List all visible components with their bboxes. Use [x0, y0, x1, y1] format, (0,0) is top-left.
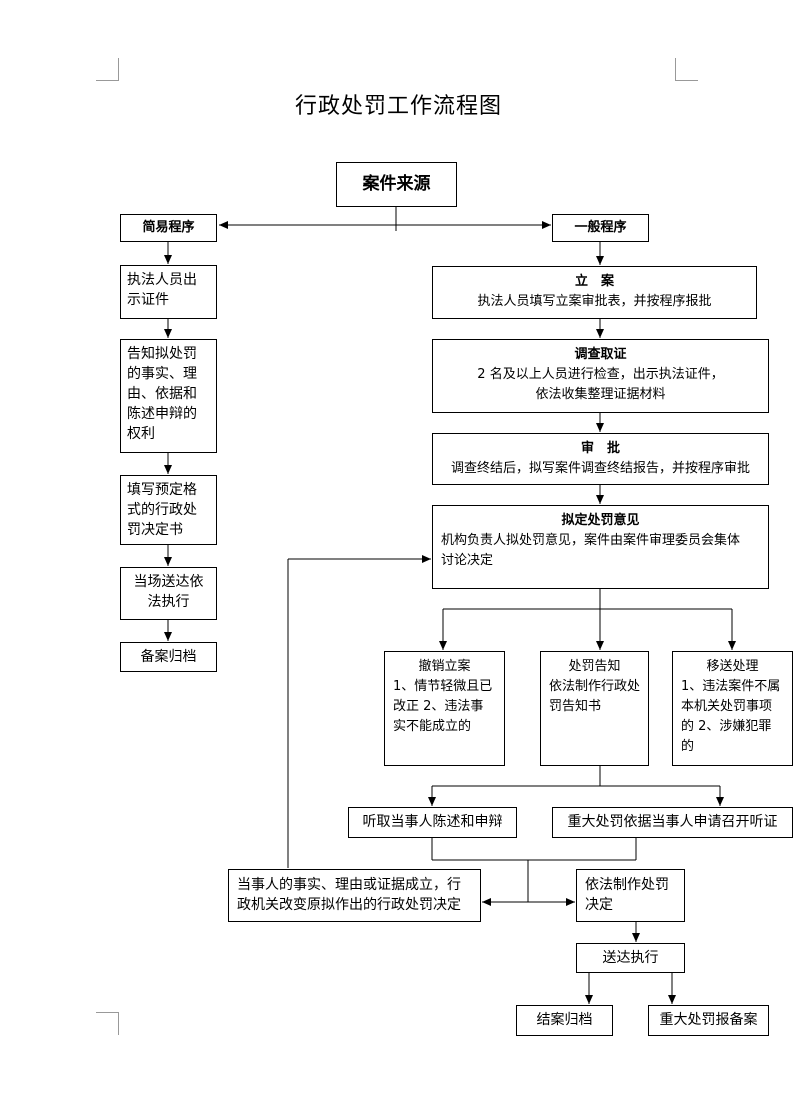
investigation-title: 调查取证	[574, 347, 627, 362]
page-title: 行政处罚工作流程图	[294, 94, 502, 119]
transfer-body: 1、违法案件不属本机关处罚事项的 2、涉嫌犯罪的	[681, 679, 781, 754]
major-penalty-record-text: 重大处罚报备案	[659, 1012, 758, 1028]
approval-box: 审 批 调查终结后，拟写案件调查终结报告，并按程序审批	[432, 433, 769, 485]
penalty-notice-title: 处罚告知	[568, 659, 621, 674]
penalty-notice-box: 处罚告知 依法制作行政处罚告知书	[540, 651, 649, 766]
register-case-title: 立 案	[574, 274, 614, 289]
case-closed-archive-text: 结案归档	[536, 1012, 593, 1028]
simple-step-inform-rights: 告知拟处罚的事实、理由、依据和陈述申辩的权利	[120, 339, 217, 453]
simple-step-fill-decision: 填写预定格式的行政处罚决定书	[120, 475, 217, 545]
register-case-box: 立 案 执法人员填写立案审批表，并按程序报批	[432, 266, 757, 319]
cancel-case-box: 撤销立案 1、情节轻微且已改正 2、违法事实不能成立的	[384, 651, 505, 766]
corner-mark-top-right	[675, 58, 698, 81]
penalty-notice-body: 依法制作行政处罚告知书	[549, 679, 641, 714]
case-closed-archive-box: 结案归档	[516, 1005, 613, 1036]
major-penalty-record-box: 重大处罚报备案	[648, 1005, 769, 1036]
case-source-box: 案件来源	[336, 162, 457, 207]
simple-step-deliver-text: 当场送达依法执行	[133, 574, 204, 610]
investigation-line-1: 2 名及以上人员进行检查，出示执法证件，	[477, 367, 724, 382]
simple-procedure-label: 简易程序	[142, 220, 195, 235]
case-source-label: 案件来源	[362, 174, 431, 194]
transfer-title: 移送处理	[706, 659, 759, 674]
corner-mark-top-left	[96, 58, 119, 81]
delivery-box: 送达执行	[576, 943, 685, 973]
general-procedure-label: 一般程序	[574, 220, 627, 235]
penalty-opinion-box: 拟定处罚意见 机构负责人拟处罚意见，案件由案件审理委员会集体 讨论决定	[432, 505, 769, 589]
change-decision-text: 当事人的事实、理由或证据成立，行政机关改变原拟作出的行政处罚决定	[237, 877, 461, 913]
statement-defense-text: 听取当事人陈述和申辩	[362, 814, 503, 830]
corner-mark-bottom-left	[96, 1012, 119, 1035]
formal-decision-text: 依法制作处罚决定	[585, 877, 669, 913]
simple-step-show-id-text: 执法人员出示证件	[127, 272, 197, 308]
penalty-opinion-title: 拟定处罚意见	[561, 513, 640, 528]
delivery-text: 送达执行	[602, 950, 659, 966]
simple-step-inform-rights-text: 告知拟处罚的事实、理由、依据和陈述申辩的权利	[127, 346, 197, 442]
simple-step-archive: 备案归档	[120, 642, 217, 672]
formal-decision-box: 依法制作处罚决定	[576, 869, 685, 922]
penalty-opinion-line-2: 讨论决定	[441, 553, 494, 568]
simple-procedure-header: 简易程序	[120, 214, 217, 242]
simple-step-fill-decision-text: 填写预定格式的行政处罚决定书	[127, 482, 197, 538]
investigation-box: 调查取证 2 名及以上人员进行检查，出示执法证件， 依法收集整理证据材料	[432, 339, 769, 413]
major-hearing-box: 重大处罚依据当事人申请召开听证	[552, 807, 793, 838]
cancel-case-body: 1、情节轻微且已改正 2、违法事实不能成立的	[393, 679, 493, 734]
transfer-box: 移送处理 1、违法案件不属本机关处罚事项的 2、涉嫌犯罪的	[672, 651, 793, 766]
penalty-opinion-line-1: 机构负责人拟处罚意见，案件由案件审理委员会集体	[441, 533, 741, 548]
change-decision-box: 当事人的事实、理由或证据成立，行政机关改变原拟作出的行政处罚决定	[228, 869, 481, 922]
simple-step-show-id: 执法人员出示证件	[120, 265, 217, 319]
approval-body: 调查终结后，拟写案件调查终结报告，并按程序审批	[450, 461, 750, 476]
simple-step-deliver: 当场送达依法执行	[120, 567, 217, 620]
statement-defense-box: 听取当事人陈述和申辩	[348, 807, 517, 838]
general-procedure-header: 一般程序	[552, 214, 649, 242]
approval-title: 审 批	[580, 441, 620, 456]
investigation-line-2: 依法收集整理证据材料	[535, 387, 666, 402]
major-hearing-text: 重大处罚依据当事人申请召开听证	[567, 814, 778, 830]
simple-step-archive-text: 备案归档	[140, 649, 197, 665]
cancel-case-title: 撤销立案	[418, 659, 471, 674]
register-case-body: 执法人员填写立案审批表，并按程序报批	[477, 294, 712, 309]
